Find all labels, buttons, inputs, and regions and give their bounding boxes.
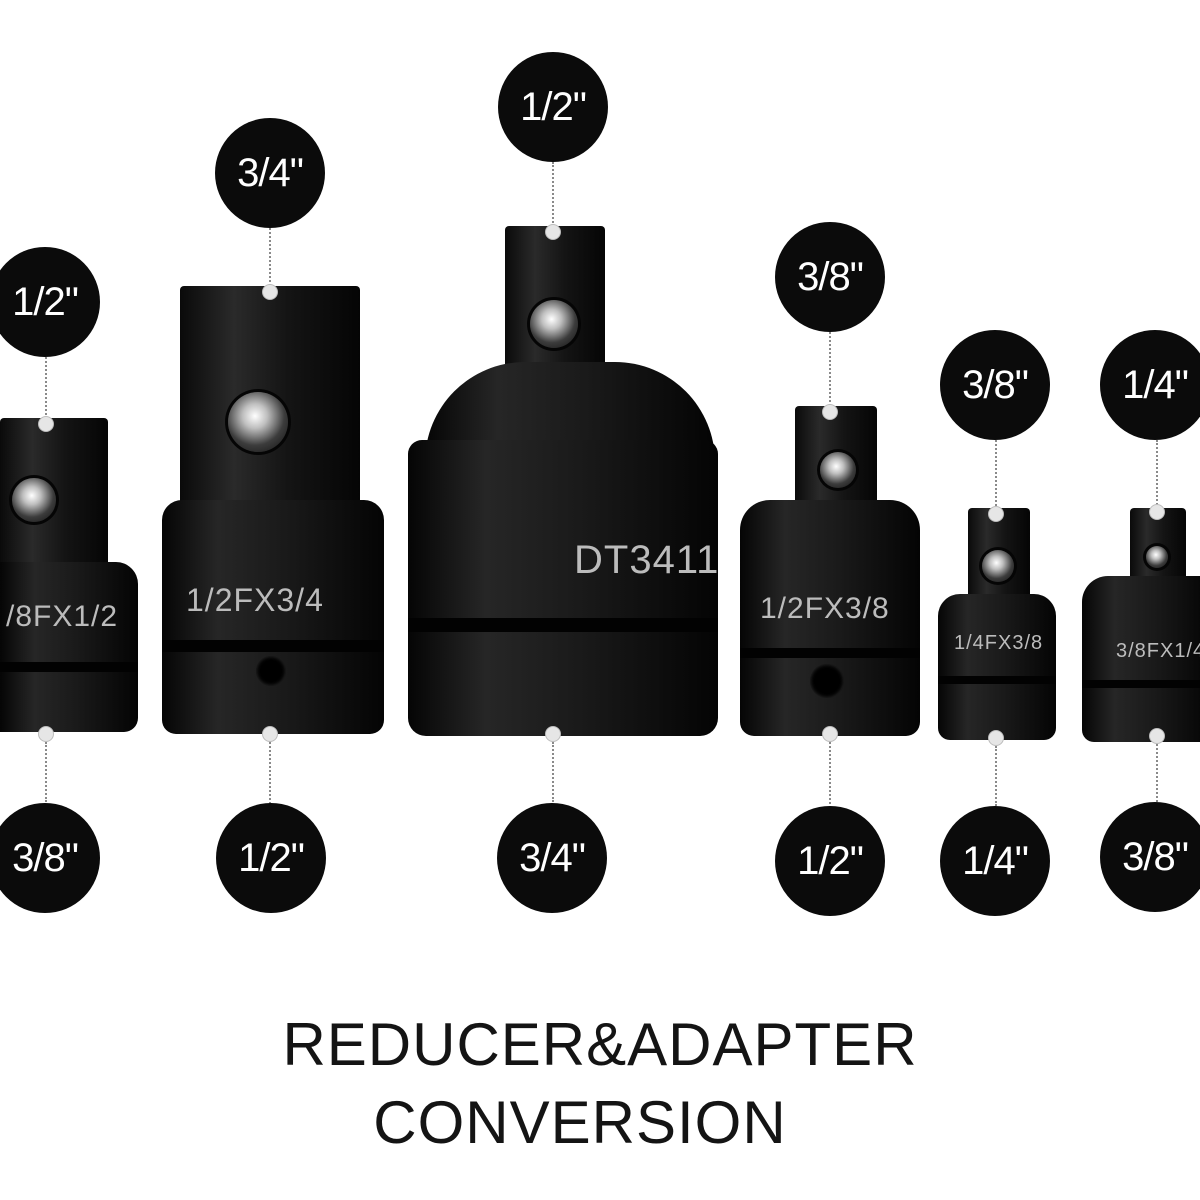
adapter-5-socket-body: [938, 594, 1056, 740]
adapter-3-detent-ball: [530, 300, 578, 348]
adapter-5-bottom-size-badge: 1/4": [940, 806, 1050, 916]
adapter-1-top-size-badge: 1/2": [0, 247, 100, 357]
adapter-4-detent-ball: [820, 452, 856, 488]
adapter-3-marking: DT3411: [574, 538, 720, 582]
adapter-4-top-marker-dot: [822, 404, 838, 420]
adapter-3-bottom-size-badge: 3/4": [497, 803, 607, 913]
adapter-2-marking: 1/2FX3/4: [186, 582, 324, 618]
adapter-4-top-size-badge: 3/8": [775, 222, 885, 332]
adapter-1-bottom-size-badge: 3/8": [0, 803, 100, 913]
adapter-5-groove: [938, 676, 1056, 684]
adapter-6-bottom-marker-dot: [1149, 728, 1165, 744]
adapter-4-bottom-leader-line: [829, 742, 831, 804]
adapter-4-top-leader-line: [829, 332, 831, 406]
adapter-6-top-marker-dot: [1149, 504, 1165, 520]
adapter-2-detent-ball: [228, 392, 288, 452]
adapter-6-top-leader-line: [1156, 440, 1158, 508]
adapter-2-top-marker-dot: [262, 284, 278, 300]
adapter-3-socket-body: [408, 440, 718, 736]
adapter-3-top-size-badge: 1/2": [498, 52, 608, 162]
adapter-6-top-size-badge: 1/4": [1100, 330, 1200, 440]
adapter-6-bottom-leader-line: [1156, 744, 1158, 802]
adapter-5-top-size-badge: 3/8": [940, 330, 1050, 440]
adapter-1-top-marker-dot: [38, 416, 54, 432]
adapter-2-pin-hole: [256, 656, 286, 686]
adapter-1-bottom-leader-line: [45, 742, 47, 802]
adapter-1-socket-body: [0, 562, 138, 732]
adapter-4-bottom-marker-dot: [822, 726, 838, 742]
caption-line-1: REDUCER&ADAPTER: [282, 1011, 918, 1078]
adapter-5-bottom-marker-dot: [988, 730, 1004, 746]
adapter-2-bottom-leader-line: [269, 742, 271, 804]
adapter-4-groove: [740, 648, 920, 658]
adapter-4-pin-hole: [810, 664, 844, 698]
adapter-1-marking: /8FX1/2: [6, 600, 119, 633]
adapter-3-top-leader-line: [552, 162, 554, 230]
adapter-4-marking: 1/2FX3/8: [760, 592, 890, 625]
adapter-5-top-leader-line: [995, 440, 997, 510]
adapter-2-top-leader-line: [269, 228, 271, 286]
adapter-4-bottom-size-badge: 1/2": [775, 806, 885, 916]
adapter-3-bottom-marker-dot: [545, 726, 561, 742]
caption-line-2: CONVERSION: [373, 1089, 787, 1156]
adapter-6-groove: [1082, 680, 1200, 688]
adapter-2-top-size-badge: 3/4": [215, 118, 325, 228]
adapter-5-marking: 1/4FX3/8: [954, 632, 1044, 654]
adapter-1-bottom-marker-dot: [38, 726, 54, 742]
adapter-1-groove: [0, 662, 138, 672]
adapter-6-detent-ball: [1146, 546, 1168, 568]
adapter-5-detent-ball: [982, 550, 1014, 582]
adapter-1-detent-ball: [12, 478, 56, 522]
adapter-6-socket-body: [1082, 576, 1200, 742]
adapter-2-bottom-marker-dot: [262, 726, 278, 742]
adapter-3-top-marker-dot: [545, 224, 561, 240]
adapter-1-top-leader-line: [45, 357, 47, 419]
adapter-2-socket-body: [162, 500, 384, 734]
adapter-2-groove: [162, 640, 384, 652]
adapter-6-bottom-size-badge: 3/8": [1100, 802, 1200, 912]
adapter-6-marking: 3/8FX1/4: [1116, 640, 1200, 662]
adapter-5-bottom-leader-line: [995, 746, 997, 806]
adapter-3-groove: [408, 618, 718, 632]
adapter-3-bottom-leader-line: [552, 742, 554, 802]
adapter-5-top-marker-dot: [988, 506, 1004, 522]
adapter-2-bottom-size-badge: 1/2": [216, 803, 326, 913]
